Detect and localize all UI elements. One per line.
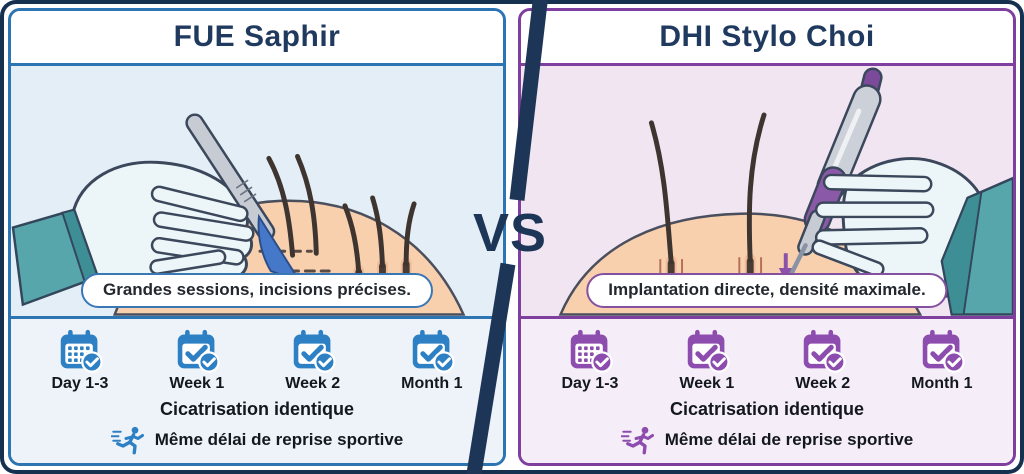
panel-dhi-stylo-choi: DHI Stylo Choi bbox=[518, 8, 1016, 466]
calendar-check-icon bbox=[290, 329, 336, 373]
timeline-label: Day 1-3 bbox=[51, 375, 109, 392]
panel-header-left: FUE Saphir bbox=[11, 11, 503, 66]
timeline-label: Week 1 bbox=[169, 375, 225, 392]
calendar-check-icon bbox=[800, 329, 846, 373]
calendar-grid-check-icon bbox=[567, 329, 613, 373]
timeline-item: Day 1-3 bbox=[561, 329, 619, 393]
healing-note-right: Cicatrisation identique bbox=[669, 399, 865, 419]
sport-note-right: Même délai de reprise sportive bbox=[664, 430, 914, 449]
timeline-label: Week 1 bbox=[679, 375, 735, 392]
timeline-item: Week 1 bbox=[169, 329, 224, 393]
timeline-item: Week 2 bbox=[285, 329, 340, 393]
sport-note-left: Même délai de reprise sportive bbox=[154, 430, 404, 449]
timeline-item: Week 1 bbox=[679, 329, 734, 393]
timeline-item: Day 1-3 bbox=[51, 329, 109, 393]
runner-icon bbox=[621, 425, 657, 455]
caption-pill-left: Grandes sessions, incisions précises. bbox=[80, 273, 434, 308]
caption-pill-right: Implantation directe, densité maximale. bbox=[586, 273, 948, 308]
panel-title-left: FUE Saphir bbox=[173, 20, 341, 53]
sport-note-row-left: Même délai de reprise sportive bbox=[111, 425, 404, 455]
timeline-label: Week 2 bbox=[285, 375, 341, 392]
timeline-label: Week 2 bbox=[795, 375, 851, 392]
timeline-row-left: Day 1-3 Week 1 Week 2 Month 1 bbox=[11, 329, 503, 393]
calendar-check-icon bbox=[919, 329, 965, 373]
timeline-item: Month 1 bbox=[911, 329, 972, 393]
timeline-label: Month 1 bbox=[911, 375, 973, 392]
healing-note-left: Cicatrisation identique bbox=[159, 399, 355, 419]
timeline-item: Month 1 bbox=[401, 329, 462, 393]
panel-header-right: DHI Stylo Choi bbox=[521, 11, 1013, 66]
illustration-area-right: Implantation directe, densité maximale. bbox=[521, 66, 1013, 319]
timeline-section-right: Day 1-3 Week 1 Week 2 Month 1 Cicatrisat… bbox=[521, 319, 1013, 463]
calendar-check-icon bbox=[409, 329, 455, 373]
panel-fue-saphir: FUE Saphir bbox=[8, 8, 506, 466]
runner-icon bbox=[111, 425, 147, 455]
calendar-check-icon bbox=[174, 329, 220, 373]
timeline-row-right: Day 1-3 Week 1 Week 2 Month 1 bbox=[521, 329, 1013, 393]
illustration-area-left: Grandes sessions, incisions précises. bbox=[11, 66, 503, 319]
timeline-section-left: Day 1-3 Week 1 Week 2 Month 1 Cicatrisat… bbox=[11, 319, 503, 463]
sport-note-row-right: Même délai de reprise sportive bbox=[621, 425, 914, 455]
vs-label: VS bbox=[472, 203, 548, 263]
timeline-label: Day 1-3 bbox=[561, 375, 619, 392]
panel-title-right: DHI Stylo Choi bbox=[659, 20, 875, 53]
calendar-check-icon bbox=[684, 329, 730, 373]
calendar-grid-check-icon bbox=[57, 329, 103, 373]
timeline-item: Week 2 bbox=[795, 329, 850, 393]
timeline-label: Month 1 bbox=[401, 375, 463, 392]
